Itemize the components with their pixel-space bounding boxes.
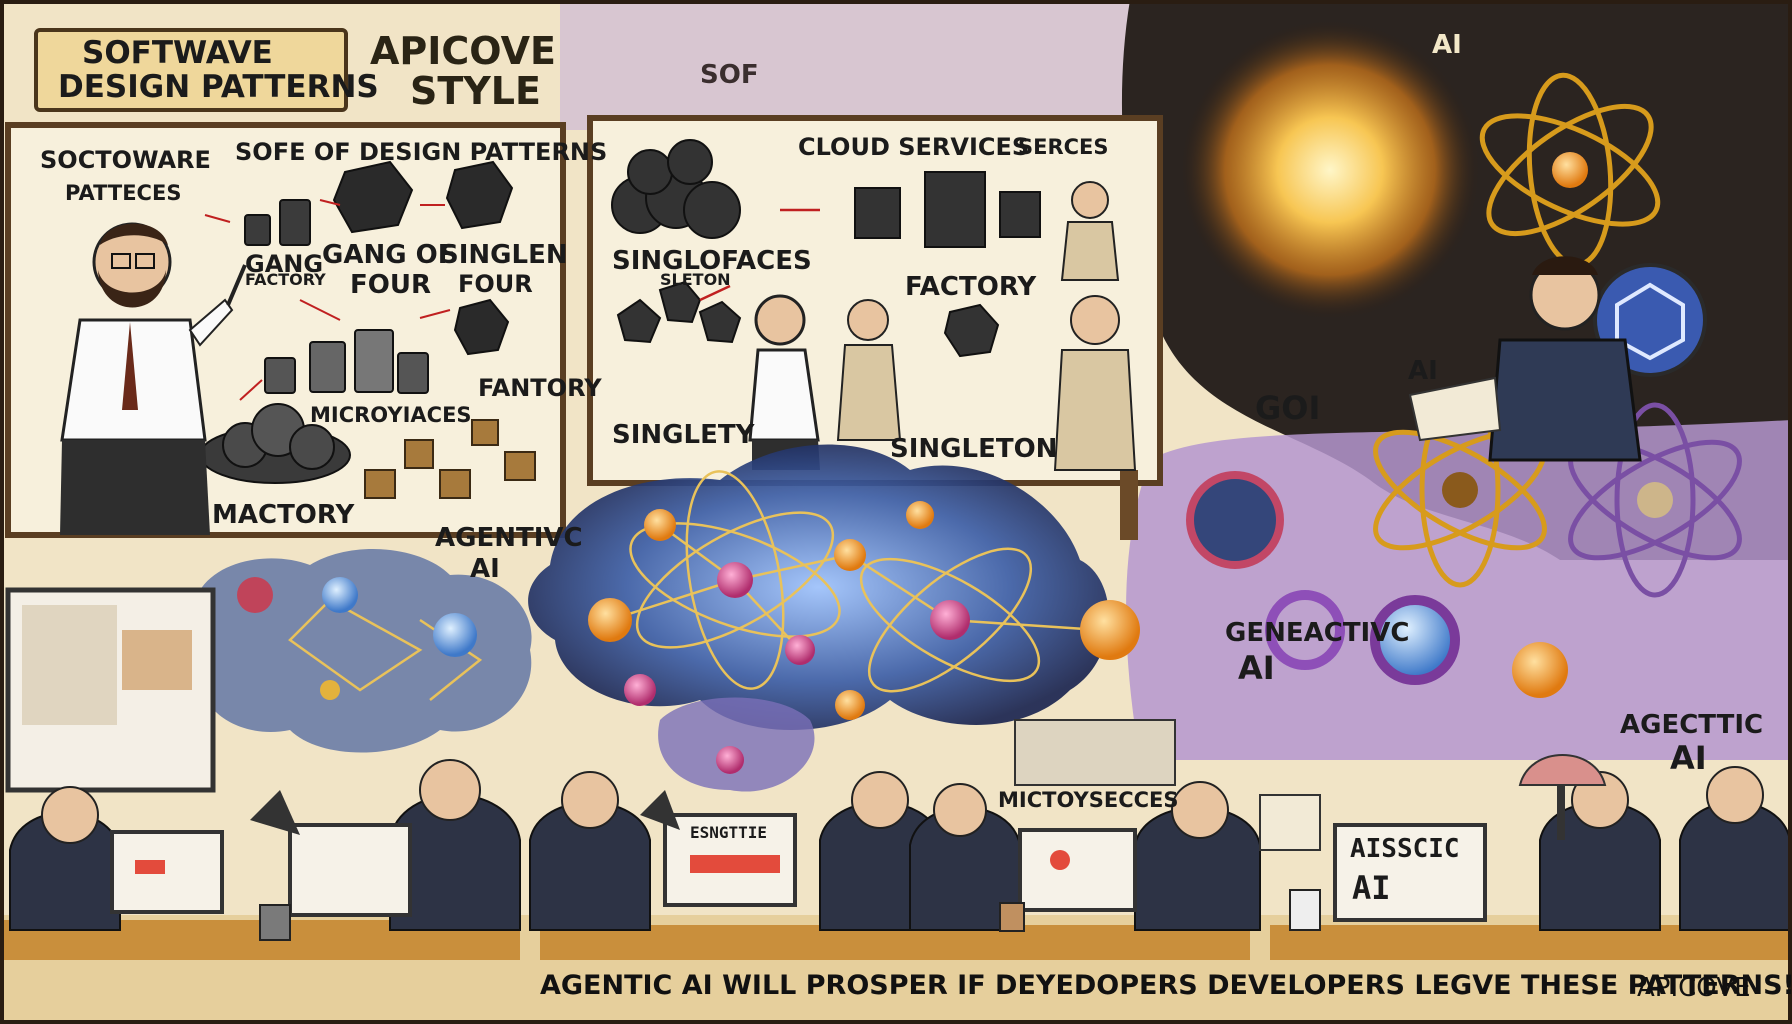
left-board-fantory: FANTORY: [478, 374, 602, 402]
right-label-agectic-2: AI: [1670, 739, 1707, 777]
header-title-line1: SOFTWAVE: [82, 35, 273, 71]
center-board-singlety: SINGLETY: [612, 420, 755, 450]
left-board-factory-small: FACTORY: [245, 270, 326, 289]
left-board-heading-top: SOFE OF DESIGN PATTERNS: [235, 138, 608, 166]
monitor-text-2: AISSCIC: [1350, 834, 1460, 864]
right-label-generactive-1: GENEACTIVC: [1225, 618, 1410, 648]
left-board-heading-2: PATTECES: [65, 181, 182, 205]
right-label-generactive-2: AI: [1238, 649, 1275, 687]
monitor-text-1: ESNGTTIE: [690, 823, 768, 842]
left-board-gang: GANG: [245, 250, 324, 278]
left-board-four-2: FOUR: [458, 270, 533, 298]
left-board-four: FOUR: [350, 270, 431, 300]
header-style-line2: STYLE: [410, 69, 541, 113]
left-board-microvaces: MICROYIACES: [310, 403, 472, 427]
monitor-text-3: AI: [1352, 869, 1391, 907]
label-agentic-ai: AI: [470, 554, 500, 584]
center-board-singlofaces: SINGLOFACES: [612, 246, 812, 276]
left-board-gang-of: GANG OF: [322, 240, 456, 270]
header-title-line2: DESIGN PATTERNS: [58, 69, 379, 105]
center-board-singleton: SINGLETON: [890, 434, 1058, 464]
right-label-goi: GOI: [1255, 389, 1321, 427]
caption-text: AGENTIC AI WILL PROSPER IF DEYEDOPERS DE…: [540, 970, 1792, 1001]
label-agentic: AGENTIVC: [435, 523, 583, 553]
center-board-cloud-services: CLOUD SERVICES: [798, 133, 1030, 161]
left-board-mactory: MACTORY: [212, 500, 355, 530]
label-microservices: MICTOYSECCES: [998, 788, 1179, 812]
center-board-serces: SERCES: [1018, 135, 1109, 159]
right-label-ai-top: AI: [1432, 30, 1462, 60]
center-board-sleton: SLETON: [660, 270, 731, 289]
header-style-line1: APICOVE: [370, 29, 556, 73]
left-board-heading-1: SOCTOWARE: [40, 146, 211, 174]
right-label-agectic-1: AGECTTIC: [1620, 710, 1764, 740]
left-board-singlen: SINGLEN: [440, 240, 568, 270]
banner-fragment: SOF: [700, 60, 759, 90]
center-board-factory: FACTORY: [905, 272, 1037, 302]
presenter-figure: [60, 222, 247, 535]
caption-brand: APICOVE: [1637, 973, 1751, 1003]
right-label-ai-mid: AI: [1408, 356, 1438, 386]
